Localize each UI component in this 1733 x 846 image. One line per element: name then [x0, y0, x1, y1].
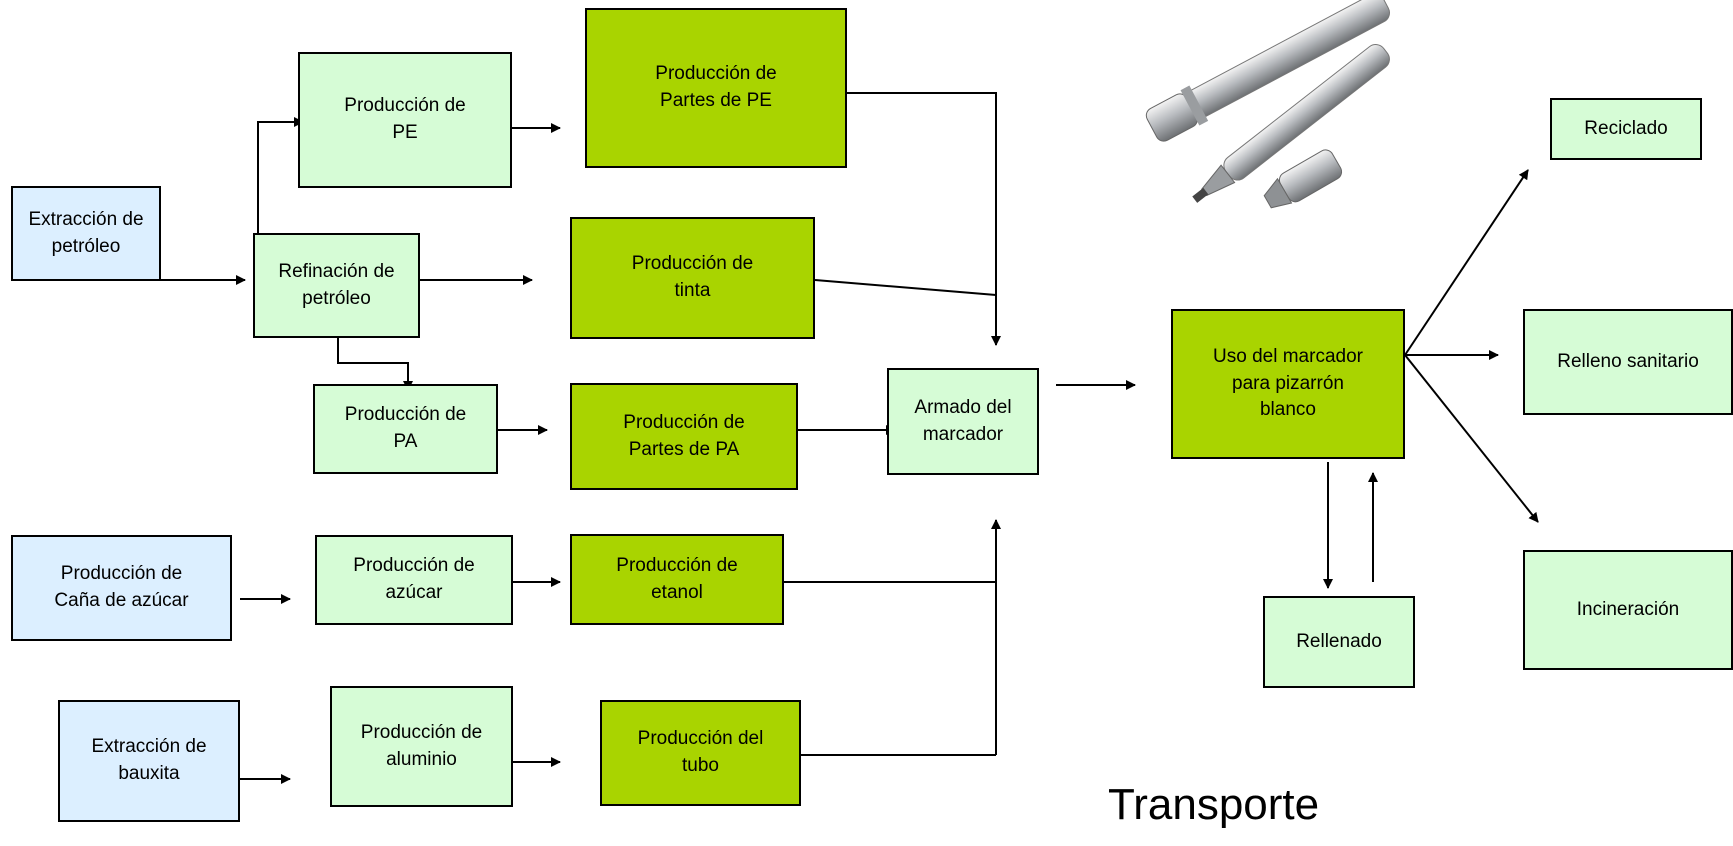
- node-produccion-etanol: Producción de etanol: [570, 534, 784, 625]
- node-refinacion-petroleo: Refinación de petróleo: [253, 233, 420, 338]
- node-produccion-azucar: Producción de azúcar: [315, 535, 513, 625]
- arrow-partes-pe-to-armado: [847, 92, 1001, 346]
- node-extraccion-petroleo: Extracción de petróleo: [11, 186, 161, 281]
- node-incineracion: Incineración: [1523, 550, 1733, 670]
- node-armado-marcador: Armado del marcador: [887, 368, 1039, 475]
- node-reciclado: Reciclado: [1550, 98, 1702, 160]
- node-uso-marcador: Uso del marcador para pizarrón blanco: [1171, 309, 1405, 459]
- node-produccion-pe: Producción de PE: [298, 52, 512, 188]
- node-produccion-partes-pa: Producción de Partes de PA: [570, 383, 798, 490]
- node-relleno-sanitario: Relleno sanitario: [1523, 309, 1733, 415]
- arrow-uso-to-reciclado: [1404, 169, 1529, 356]
- node-produccion-tinta: Producción de tinta: [570, 217, 815, 339]
- arrow-refinacion-to-pe: [257, 117, 304, 234]
- node-produccion-tubo: Producción del tubo: [600, 700, 801, 806]
- arrow-uso-to-incineracion: [1404, 354, 1539, 523]
- node-rellenado: Rellenado: [1263, 596, 1415, 688]
- node-produccion-partes-pe: Producción de Partes de PE: [585, 8, 847, 168]
- transport-label: Transporte: [1108, 780, 1320, 829]
- node-extraccion-bauxita: Extracción de bauxita: [58, 700, 240, 822]
- whiteboard-markers-illustration: [1145, 0, 1390, 209]
- arrow-refinacion-to-pa: [337, 338, 413, 391]
- node-produccion-pa: Producción de PA: [313, 384, 498, 474]
- node-produccion-cana: Producción de Caña de azúcar: [11, 535, 232, 641]
- line-tinta-to-armado: [814, 279, 997, 296]
- node-produccion-aluminio: Producción de aluminio: [330, 686, 513, 807]
